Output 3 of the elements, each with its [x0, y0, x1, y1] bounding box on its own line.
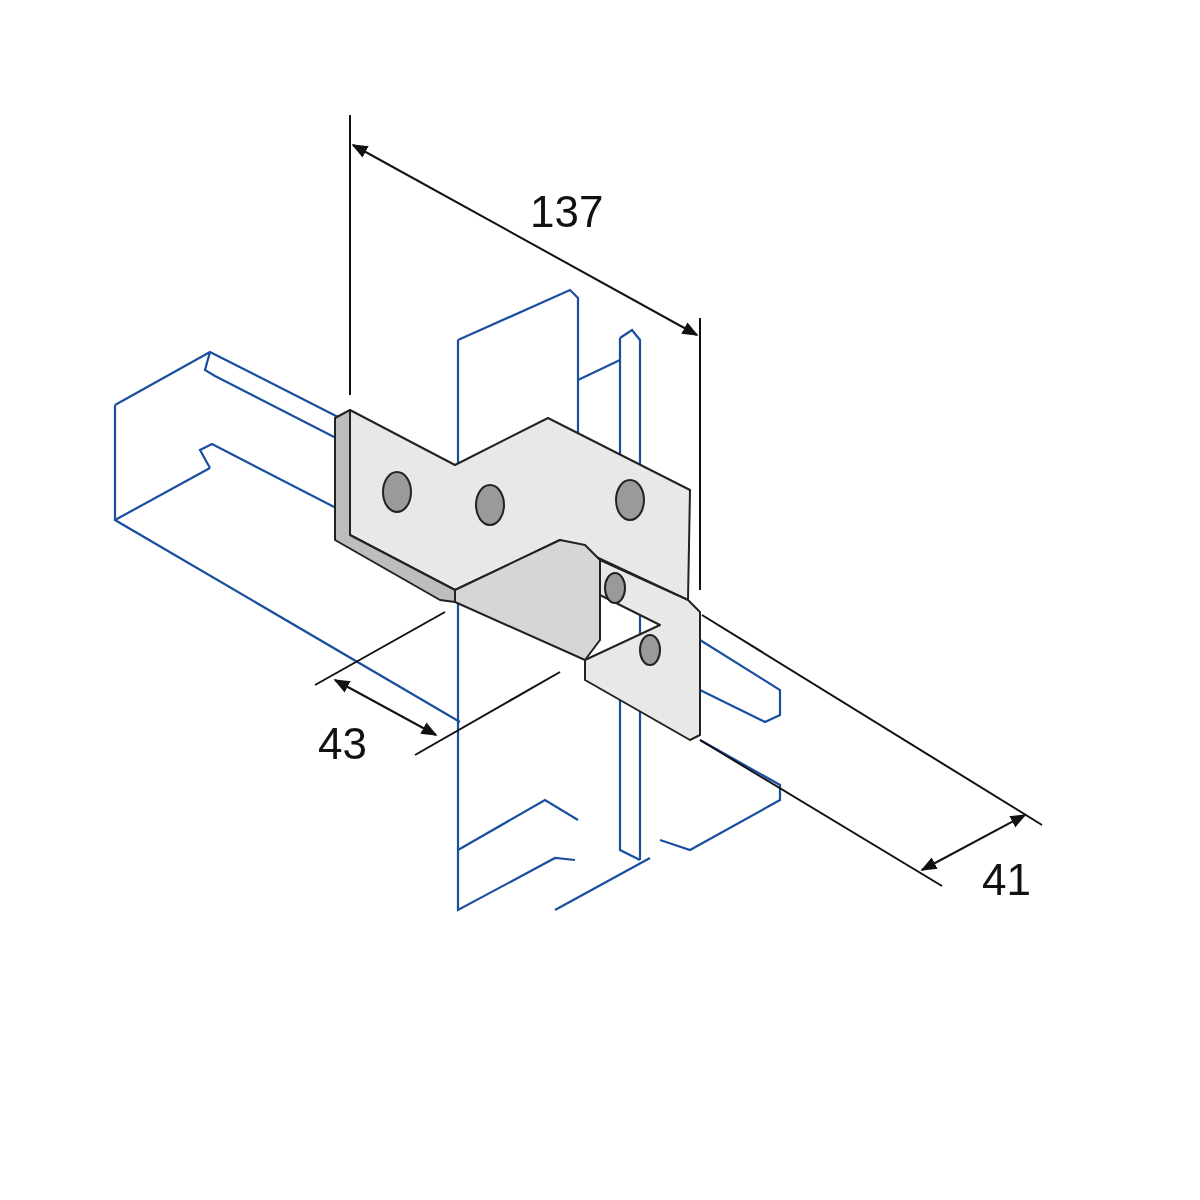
- dimension-label: 41: [982, 858, 1031, 902]
- dimension-label: 43: [318, 722, 367, 766]
- dimension-label: 137: [530, 190, 604, 234]
